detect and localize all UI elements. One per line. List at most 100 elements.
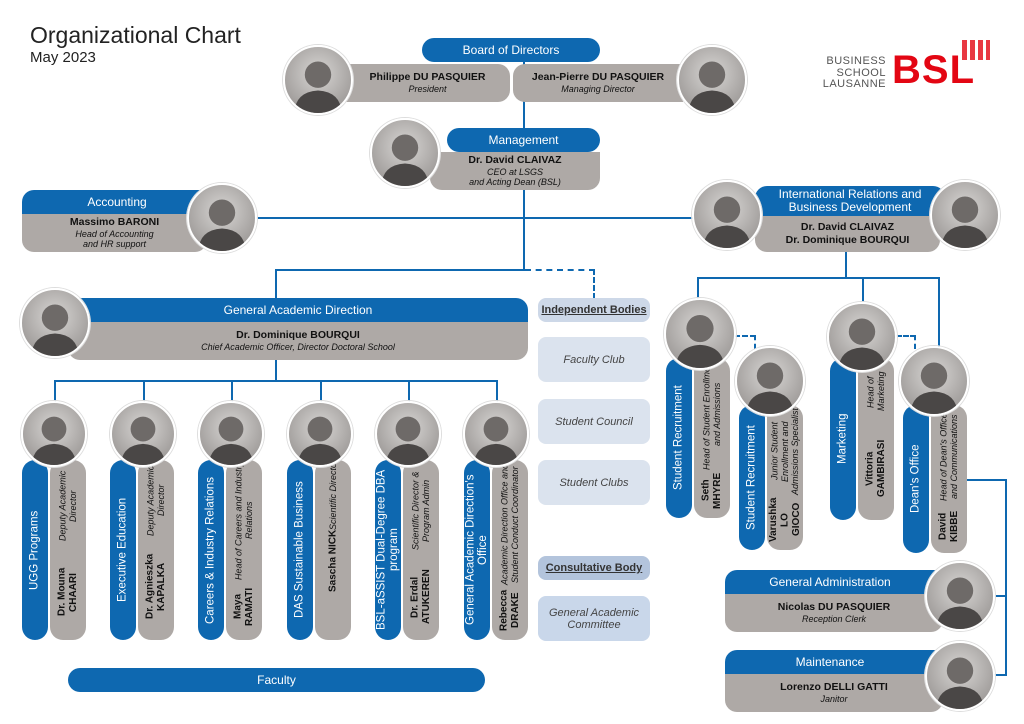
logo-line: LAUSANNE [822, 78, 886, 91]
person-name: Dr. Dominique BOURQUI [785, 234, 910, 246]
person-name: Dr. David CLAIVAZ [468, 153, 562, 166]
photo-vittoria-gambirasi [827, 302, 897, 372]
photo-agnieszka-kapalka [110, 401, 176, 467]
unit-dept: Student Recruitment [739, 405, 765, 550]
dashed-connector [525, 269, 595, 299]
person-name: Dr. Erdal ATUKEREN [409, 569, 433, 625]
photo-dominique-bourqui-irbd [930, 180, 1000, 250]
photo-maya-ramati [198, 401, 264, 467]
person-role: Head of Dean's Office and Communications [938, 412, 959, 501]
person-role: Head of Student Enrollment and Admission… [701, 359, 722, 470]
consultative-body-header: Consultative Body [538, 556, 650, 580]
connector [320, 380, 322, 402]
person-name: Nicolas DU PASQUIER [777, 601, 891, 614]
unit-dept: General Academic Direction's Office [464, 460, 490, 640]
unit-dept: Careers & Industry Relations [198, 460, 224, 640]
connector [275, 269, 277, 299]
person-name: Maya RAMATI [232, 587, 256, 626]
person-role: Deputy Academic Director [57, 471, 78, 542]
photo-dominique-bourqui [20, 288, 90, 358]
connector [54, 380, 56, 402]
body-general-academic-committee: General Academic Committee [538, 596, 650, 641]
unit-person: Rebecca DRAKE Academic Direction Office a… [492, 460, 528, 640]
photo-sascha-nick [287, 401, 353, 467]
unit-person: Dr. Agnieszka KAPALKA Deputy Academic Dir… [138, 460, 174, 640]
person-role: Reception Clerk [801, 613, 867, 624]
person-name: Massimo BARONI [69, 215, 160, 228]
person-role: Chief Academic Officer, Director Doctora… [201, 341, 395, 352]
connector [523, 217, 525, 270]
logo-line: BUSINESS [826, 55, 886, 67]
general-administration-label: General Administration [725, 570, 935, 594]
connector [523, 190, 525, 218]
management-label: Management [447, 128, 600, 152]
unit-dept: Dean's Office [903, 405, 929, 553]
dashed-connector [734, 335, 756, 349]
photo-massimo-baroni [187, 183, 257, 253]
photo-david-kibbe [899, 346, 969, 416]
connector [990, 595, 1007, 597]
unit-person: David KIBBE Head of Dean's Office and Com… [931, 405, 967, 553]
photo-lorenzo-delli-gatti [925, 641, 995, 711]
person-name: Dr. Mouna CHAARI [56, 567, 80, 617]
logo-line: SCHOOL [836, 66, 886, 79]
connector [862, 277, 864, 302]
general-academic-direction-label: General Academic Direction [68, 298, 528, 322]
person-name: Rebecca DRAKE [498, 590, 522, 632]
connector [408, 380, 410, 402]
unit-dept: UGG Programs [22, 460, 48, 640]
body-student-council: Student Council [538, 399, 650, 444]
body-faculty-club: Faculty Club [538, 337, 650, 382]
connector [54, 380, 498, 382]
chart-title: Organizational Chart [30, 22, 241, 48]
connector [496, 380, 498, 402]
person-name: David KIBBE [937, 511, 961, 543]
person-role: Scientific Director [327, 460, 338, 531]
photo-david-claivaz-irbd [692, 180, 762, 250]
connector [938, 277, 940, 347]
person-role: Janitor [820, 693, 848, 704]
connector [697, 277, 699, 299]
person-name: Lorenzo DELLI GATTI [780, 681, 888, 694]
connector [990, 674, 1007, 676]
photo-rebecca-drake [463, 401, 529, 467]
person-name: Philippe DU PASQUIER [369, 71, 486, 84]
person-name: Dr. Dominique BOURQUI [236, 329, 360, 342]
connector [275, 269, 525, 271]
connector [845, 252, 847, 279]
unit-dept: Student Recruitment [666, 358, 692, 518]
photo-varushka-lo-gioco [735, 346, 805, 416]
person-role: and Acting Dean (BSL) [469, 177, 561, 188]
person-role: and HR support [82, 239, 147, 250]
connector [143, 380, 145, 402]
connector [1005, 479, 1007, 675]
connector [967, 479, 1007, 481]
person-role: Deputy Academic Director [145, 465, 166, 536]
person-name: Jean-Pierre DU PASQUIER [531, 71, 665, 84]
photo-mouna-chaari [21, 401, 87, 467]
logo-pixels-icon [962, 40, 990, 60]
person-role: Managing Director [561, 83, 635, 94]
person-name: Dr. David CLAIVAZ [800, 221, 895, 234]
unit-person: Dr. Erdal ATUKEREN Scientific Director & … [403, 460, 439, 640]
body-student-clubs: Student Clubs [538, 460, 650, 505]
unit-dept: Executive Education [110, 460, 136, 640]
unit-dept: DAS Sustainable Business [287, 460, 313, 640]
person-name: Dr. Agnieszka KAPALKA [144, 554, 168, 620]
chart-date: May 2023 [30, 49, 96, 66]
dashed-connector [896, 335, 916, 349]
person-role: Academic Direction Office and Student Co… [499, 464, 520, 586]
person-name: Seth MHYRE [700, 472, 724, 509]
person-role: Scientific Director & Program Admin [410, 471, 431, 551]
